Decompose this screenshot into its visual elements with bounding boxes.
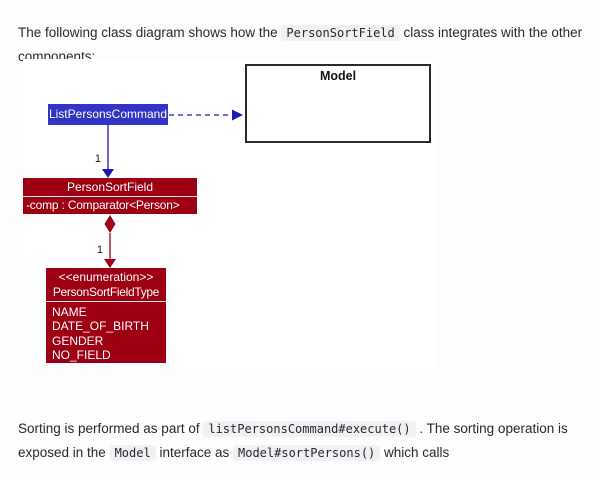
class-box-listpersonscommand: ListPersonsCommand	[48, 104, 168, 125]
text-segment: The following class diagram shows how th…	[18, 24, 282, 40]
intro-paragraph: The following class diagram shows how th…	[18, 21, 590, 68]
uml-class-diagram: Model ListPersonsCommand 1 PersonSortFie…	[23, 59, 436, 370]
inline-code: listPersonsCommand#execute()	[203, 420, 416, 437]
inline-code: PersonSortField	[281, 24, 400, 41]
composition-arrowhead-icon	[104, 259, 116, 268]
class-name-listpersonscommand: ListPersonsCommand	[48, 107, 168, 121]
text-segment: . The sorting operation is exposed in th…	[18, 420, 568, 460]
class-name-personsortfield: PersonSortField	[66, 180, 154, 194]
enum-value: GENDER	[52, 333, 104, 348]
class-name-model: Model	[319, 69, 357, 83]
text-segment: interface as	[155, 444, 233, 460]
enum-value: NAME	[52, 304, 87, 319]
diagram-connectors	[102, 109, 243, 268]
enum-header: <<enumeration>> PersonSortFieldType	[46, 268, 166, 301]
enum-stereotype: <<enumeration>>	[58, 270, 154, 284]
text-segment: Sorting is performed as part of	[18, 420, 204, 436]
enum-box-personsortfieldtype: <<enumeration>> PersonSortFieldType NAME…	[46, 268, 166, 363]
multiplicity-label: 1	[94, 153, 101, 165]
enum-value: NO_FIELD	[52, 348, 111, 363]
enum-value: DATE_OF_BIRTH	[52, 319, 149, 334]
multiplicity-label: 1	[96, 244, 103, 256]
compartment-separator	[23, 196, 197, 197]
class-box-model: Model	[245, 64, 431, 143]
class-box-personsortfield: PersonSortField -comp : Comparator<Perso…	[23, 178, 197, 214]
inline-code: Model#sortPersons()	[233, 444, 381, 461]
sorting-paragraph: Sorting is performed as part of listPers…	[18, 417, 590, 465]
composition-diamond-icon	[104, 215, 116, 233]
text-segment: which calls	[380, 444, 450, 460]
compartment-separator	[46, 300, 166, 302]
class-attribute: -comp : Comparator<Person>	[26, 198, 180, 212]
association-arrowhead-icon	[102, 169, 114, 178]
enum-name: PersonSortFieldType	[52, 284, 160, 299]
dependency-arrowhead-icon	[232, 109, 243, 121]
inline-code: Model	[109, 444, 156, 461]
